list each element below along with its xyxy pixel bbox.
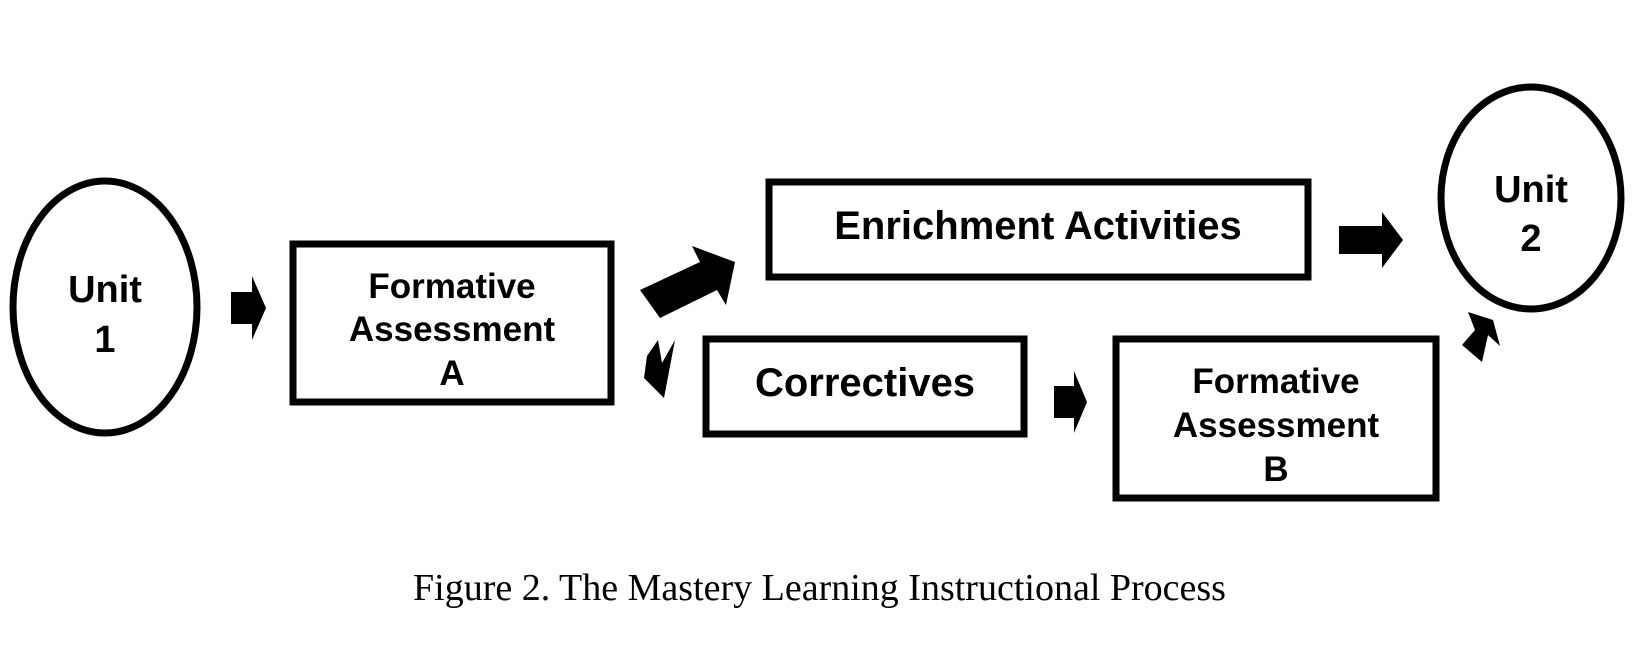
arrow-formative-b-to-unit-2 [1462, 312, 1500, 362]
arrow-enrichment-to-unit-2 [1339, 212, 1403, 268]
formative-b-label-line-2: Assessment [1173, 406, 1380, 445]
unit-1-label-line-2: 1 [94, 319, 115, 361]
formative-a-label-line-1: Formative [368, 267, 535, 306]
arrow-correctives-to-formative-b [1054, 371, 1087, 433]
node-unit-1: Unit 1 [9, 177, 201, 437]
node-formative-assessment-a: Formative Assessment A [289, 240, 615, 406]
formative-b-label-line-3: B [1263, 450, 1288, 489]
unit-1-label-line-1: Unit [68, 269, 142, 311]
formative-a-label-line-3: A [439, 354, 464, 393]
unit-2-label-line-2: 2 [1520, 218, 1541, 260]
node-correctives: Correctives [702, 335, 1028, 438]
arrow-unit1-to-formative-a [231, 276, 266, 340]
arrow-formative-a-to-correctives [644, 340, 675, 398]
node-formative-assessment-b: Formative Assessment B [1112, 335, 1440, 502]
unit-2-label-line-1: Unit [1494, 169, 1568, 211]
formative-b-label-line-1: Formative [1192, 362, 1359, 401]
arrow-formative-a-to-enrichment [640, 246, 735, 318]
node-unit-2: Unit 2 [1437, 83, 1625, 313]
node-enrichment-activities: Enrichment Activities [765, 178, 1312, 281]
figure-caption: Figure 2. The Mastery Learning Instructi… [413, 567, 1226, 609]
enrichment-label: Enrichment Activities [834, 204, 1242, 248]
formative-a-label-line-2: Assessment [349, 310, 556, 349]
correctives-label: Correctives [755, 361, 975, 405]
